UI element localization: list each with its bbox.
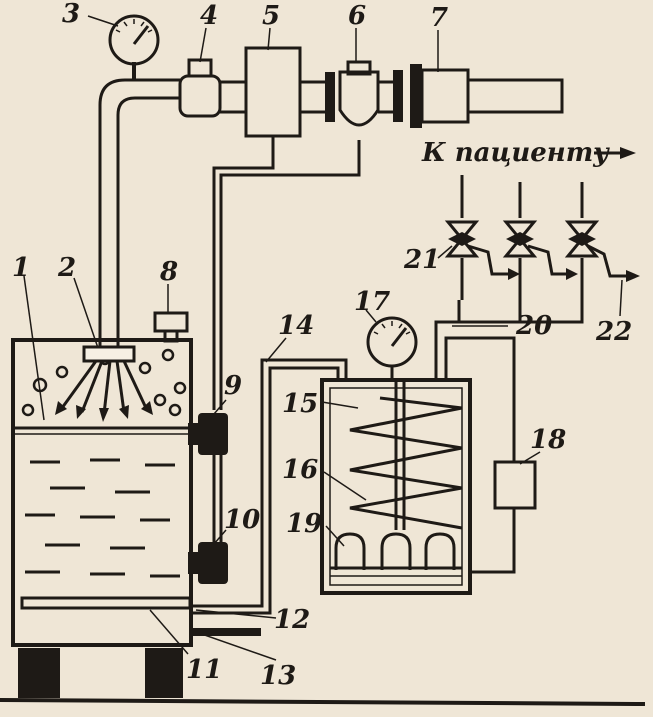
label-2: 2 [57,253,76,283]
control-box-18 [493,460,537,510]
steam-pipe [98,78,180,347]
label-11: 11 [186,655,222,685]
label-21: 21 [403,245,440,275]
label-12: 12 [274,605,310,635]
label-10: 10 [224,505,260,535]
label-5: 5 [262,1,280,31]
pipe-12 [191,358,348,615]
label-16: 16 [282,455,318,485]
valve-4 [178,58,246,118]
control-lines [212,136,361,542]
safety-valve [153,311,189,343]
pipe-13 [191,628,261,636]
label-14: 14 [278,311,314,341]
unit-7 [410,64,564,128]
pressure-gauge-17 [366,316,418,380]
sprayer [55,345,153,422]
level-sensor-10 [188,542,228,584]
label-15: 15 [282,389,318,419]
label-3: 3 [62,0,80,29]
output-valves [444,175,640,300]
label-6: 6 [348,1,366,31]
label-18: 18 [530,425,566,455]
unit-5 [244,46,302,138]
outlet-line-20 [434,300,584,574]
water-tank [11,338,193,647]
pressure-gauge-top [108,14,160,80]
label-8: 8 [159,257,178,287]
leader-lines [23,15,623,661]
label-17: 17 [354,287,390,317]
label-4: 4 [200,1,218,31]
label-1: 1 [12,253,30,283]
label-7: 7 [430,3,448,33]
caption-to-patient: К пациенту [421,138,610,168]
label-13: 13 [260,661,296,691]
humidifier-vessel [320,378,472,595]
flange-5-6 [325,72,335,122]
label-9: 9 [224,371,242,401]
label-22: 22 [595,317,632,347]
support-foot-right [145,648,183,698]
level-sensor-9 [188,413,228,455]
label-20: 20 [515,311,552,341]
label-19: 19 [286,509,322,539]
unit-6 [338,60,395,127]
patient-arrow [594,147,636,159]
support-foot-left [18,648,60,698]
floor-line [0,698,646,706]
flange-6-7 [393,70,403,122]
heating-element [20,596,192,610]
